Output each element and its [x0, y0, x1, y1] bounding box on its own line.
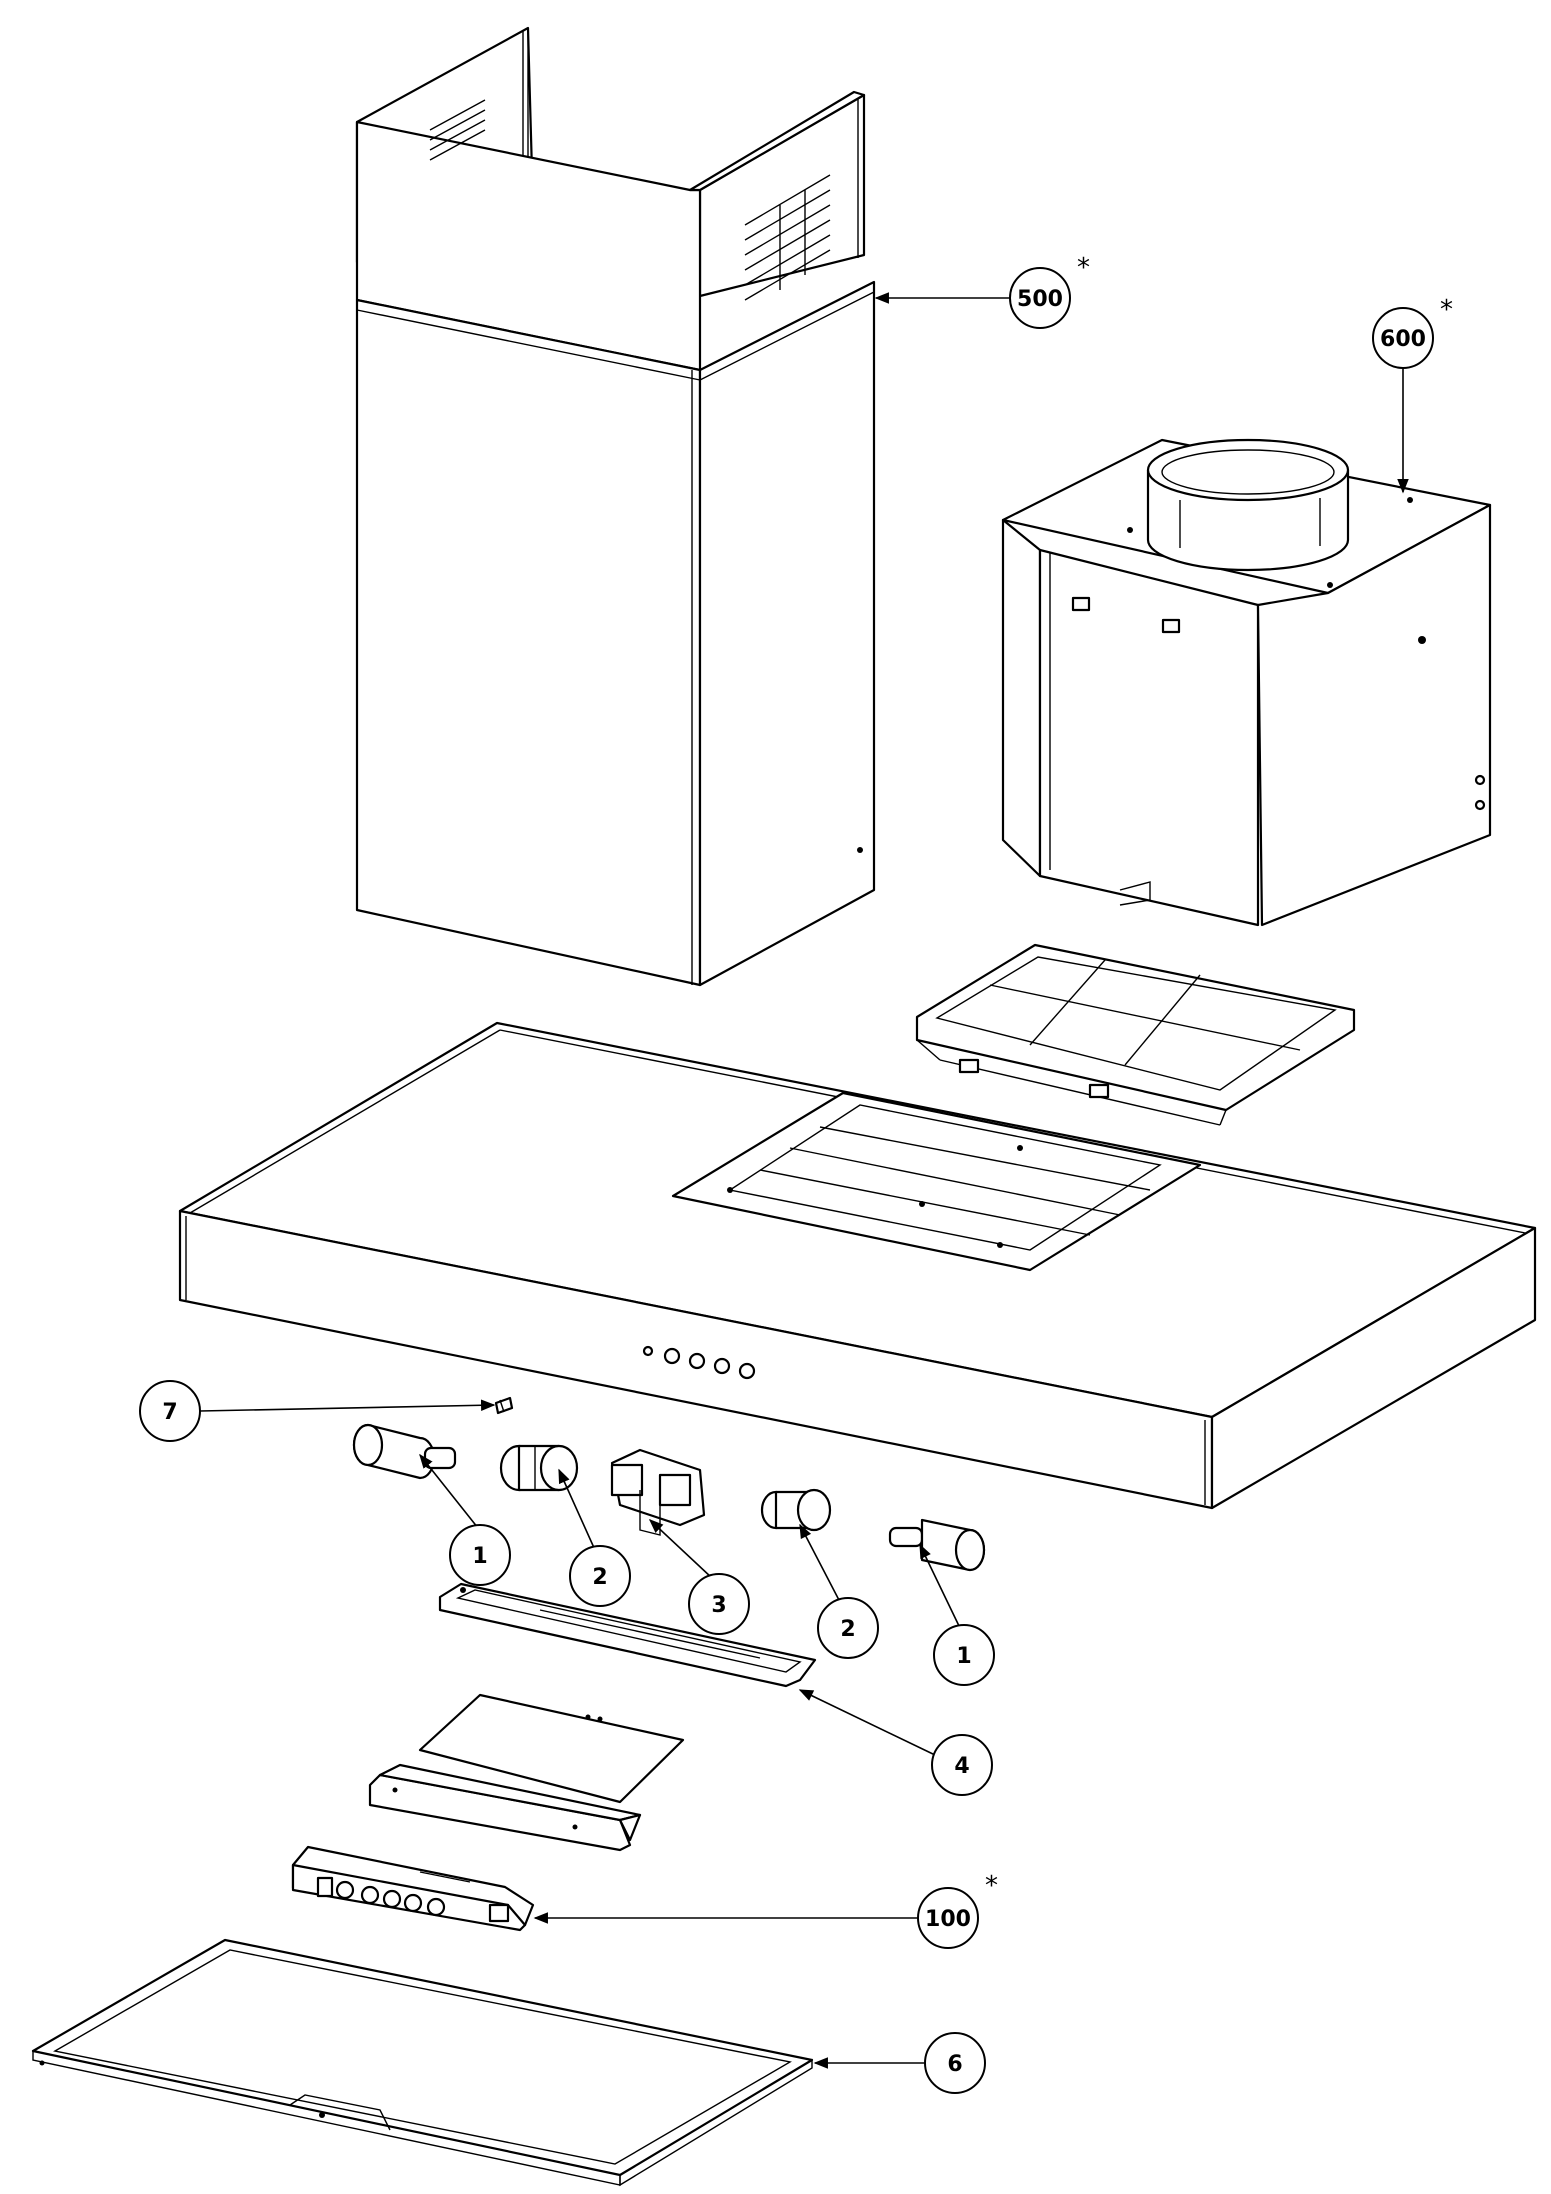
callout-1-right: 1	[919, 1543, 995, 1686]
callout-500-star: *	[1077, 253, 1090, 283]
callout-2-left: 2	[558, 1468, 631, 1607]
callout-7: 7	[139, 1380, 496, 1442]
halogen-light-part-right	[888, 1518, 986, 1572]
callout-1-left-label: 1	[472, 1544, 487, 1569]
callout-600-label: 600	[1380, 327, 1426, 352]
callout-1-left: 1	[419, 1453, 511, 1586]
callout-7-label: 7	[162, 1400, 177, 1425]
blower-collar	[1146, 438, 1350, 572]
chimney-vent-left	[429, 99, 486, 161]
callout-3-label: 3	[711, 1593, 726, 1618]
callout-100: 100 *	[533, 1871, 998, 1949]
control-switch-part	[610, 1448, 706, 1536]
callout-2-right: 2	[799, 1523, 879, 1659]
callout-6-label: 6	[947, 2052, 962, 2077]
halogen-light-part-left	[352, 1423, 457, 1480]
chimney-vent-right	[744, 174, 831, 301]
callout-2-right-label: 2	[840, 1617, 855, 1642]
callout-4: 4	[798, 1689, 993, 1796]
light-bulb-part-left	[499, 1444, 579, 1492]
callout-100-star: *	[985, 1871, 998, 1901]
callout-2-left-label: 2	[592, 1565, 607, 1590]
callout-500-label: 500	[1017, 287, 1063, 312]
callout-1-right-label: 1	[956, 1644, 971, 1669]
hood-body-part	[178, 1021, 1537, 1510]
callout-6: 6	[813, 2032, 986, 2094]
mounting-plate-part	[368, 1693, 685, 1852]
callout-4-label: 4	[954, 1754, 969, 1779]
callout-100-label: 100	[925, 1907, 971, 1932]
hood-control-buttons	[642, 1345, 756, 1380]
screw-part	[494, 1396, 514, 1415]
callout-600: 600 *	[1372, 295, 1453, 494]
charcoal-filter-part	[915, 943, 1356, 1126]
chimney-cover-part	[355, 26, 876, 987]
blower-housing-part	[1001, 438, 1492, 927]
callout-600-star: *	[1440, 295, 1453, 325]
control-board-part	[291, 1845, 535, 1932]
callout-3: 3	[648, 1519, 750, 1635]
hood-cutout	[671, 1091, 1202, 1272]
grease-filter-part	[31, 1938, 814, 2187]
control-bracket-part	[438, 1582, 817, 1688]
light-bulb-part-right	[760, 1488, 832, 1532]
callout-500: 500 *	[874, 253, 1090, 329]
